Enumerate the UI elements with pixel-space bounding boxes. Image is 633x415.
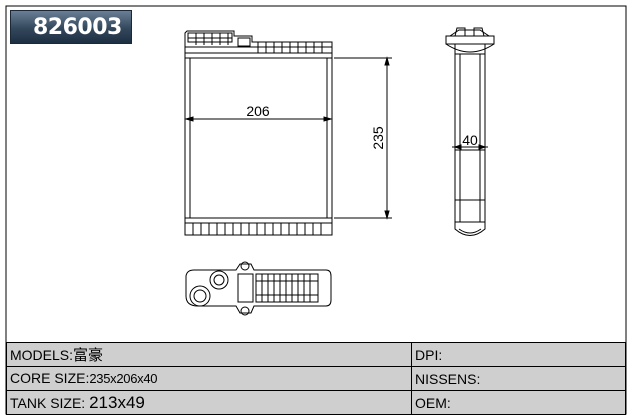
spec-row-core-size: CORE SIZE:235x206x40 NISSENS: [6,366,626,391]
models-cell: MODELS:富豪 [6,342,412,367]
width-dimension [184,116,333,122]
part-number-badge: 826003 [10,10,132,44]
dpi-cell: DPI: [411,342,626,367]
part-number: 826003 [33,15,122,40]
spec-row-models: MODELS:富豪 DPI: [6,342,626,367]
depth-label: 40 [462,132,478,148]
height-dimension [334,56,392,220]
tank-size-label: TANK SIZE: [10,394,90,411]
nissens-label: NISSENS: [415,370,481,387]
top-view [185,261,332,316]
spec-table: MODELS:富豪 DPI: CORE SIZE:235x206x40 NISS… [6,342,626,415]
core-size-value: 235x206x40 [89,371,158,386]
height-label: 235 [370,126,386,150]
nissens-cell: NISSENS: [411,366,626,391]
core-size-cell: CORE SIZE:235x206x40 [6,366,412,391]
tank-size-cell: TANK SIZE: 213x49 [6,390,412,415]
width-label: 206 [246,103,270,119]
front-bottom-tank [184,217,333,236]
side-view [445,27,495,236]
core-size-label: CORE SIZE: [10,370,90,386]
models-value: 富豪 [73,345,104,364]
models-label: MODELS: [10,346,74,363]
tank-size-value: 213x49 [89,392,145,412]
oem-label: OEM: [415,394,451,411]
spec-row-tank-size: TANK SIZE: 213x49 OEM: [6,390,626,415]
oem-cell: OEM: [411,390,626,415]
depth-dimension [452,144,488,150]
dpi-label: DPI: [415,346,443,363]
front-view [184,30,392,236]
